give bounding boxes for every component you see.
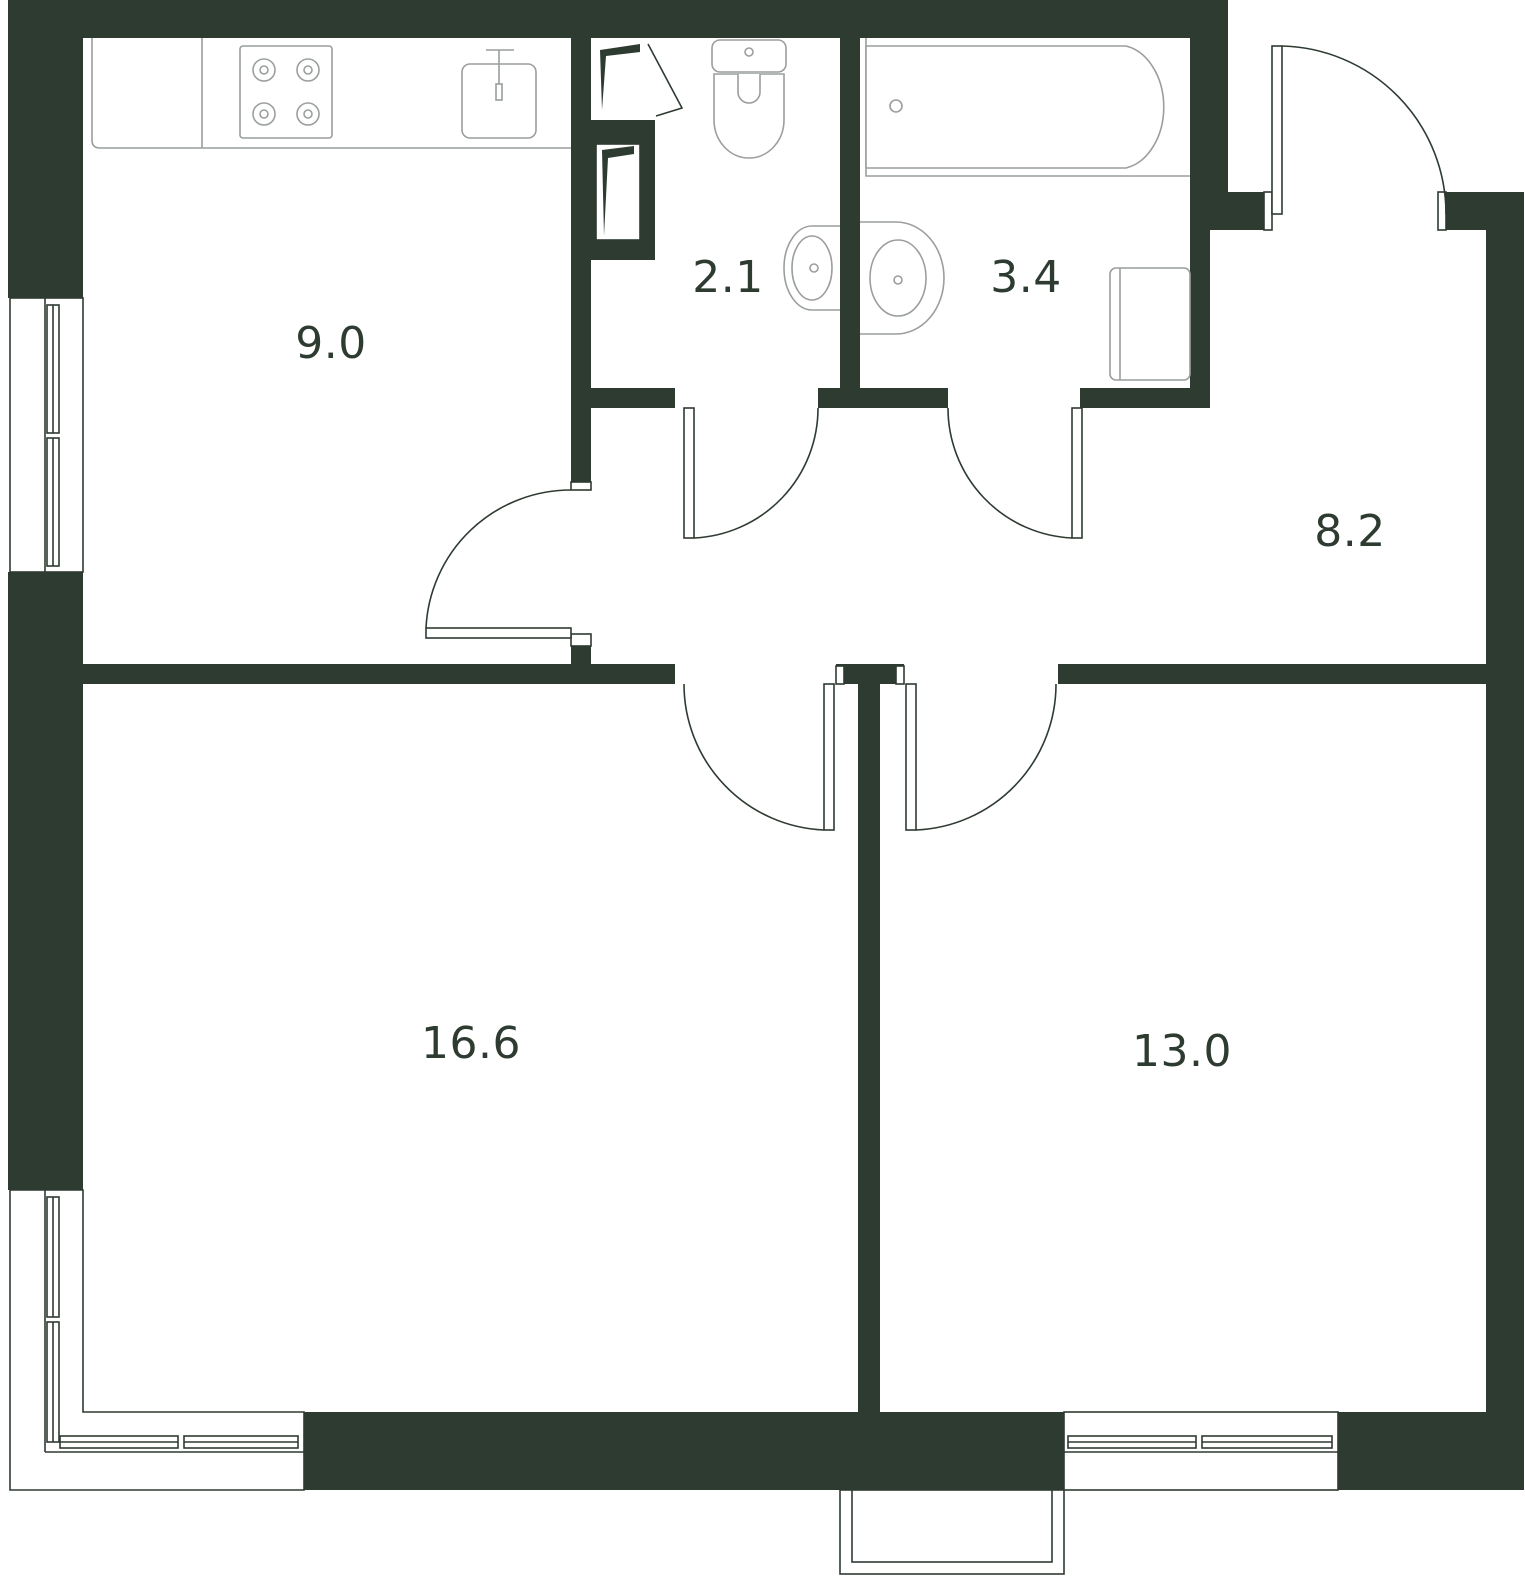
wall-middle-left [83, 664, 675, 684]
wall-middle-right [1058, 664, 1486, 684]
wall-toilet-bottom-right [818, 388, 860, 408]
entrance-door-leaf [1271, 45, 1283, 215]
toilet-door-leaf [683, 407, 695, 539]
wall-caps [570, 191, 1447, 685]
wall-middle-center [836, 664, 904, 684]
bedroom-window-frame [1063, 1411, 1339, 1491]
wall-bath-bottom-left [860, 388, 948, 408]
stove-icon [239, 45, 333, 139]
toilet-bowl-icon [713, 73, 785, 159]
windows [9, 297, 1339, 1575]
kitchen-door-leaf [425, 627, 572, 639]
wall-bottom [304, 1412, 1064, 1490]
wall-bath-bottom-right [1080, 388, 1210, 408]
walls [8, 0, 1524, 1490]
bath-door-swing [947, 407, 1073, 539]
bedroom-door-swing [915, 683, 1057, 831]
living-window-frame [9, 1189, 305, 1491]
shaft-hatch-2 [602, 146, 634, 236]
wall-kitchen-right [571, 38, 591, 486]
living-door-swing [683, 683, 825, 831]
wall-living-bedroom [858, 684, 880, 1412]
toilet-area-label: 2.1 [692, 252, 763, 303]
washing-machine-icon [1109, 267, 1191, 381]
kitchen-area-label: 9.0 [295, 318, 366, 369]
wall-bottom-right [1338, 1412, 1524, 1490]
wall-right-step-ledge [1190, 192, 1264, 230]
toilet-door-swing [693, 407, 819, 539]
bedroom-door-leaf [905, 683, 917, 831]
wall-toilet-bottom-left [591, 388, 675, 408]
bedroom-area-label: 13.0 [1132, 1026, 1232, 1077]
wall-left-upper [8, 0, 83, 298]
area-labels: 9.0 2.1 3.4 8.2 16.6 13.0 [295, 252, 1385, 1077]
living-room-area-label: 16.6 [421, 1018, 521, 1069]
hallway-area-label: 8.2 [1314, 506, 1385, 557]
shaft-hatch-1 [600, 44, 640, 110]
wall-bath-right [1190, 228, 1210, 408]
wall-toilet-bath [840, 38, 860, 408]
living-door-leaf [823, 683, 835, 831]
kitchen-door-swing [425, 489, 572, 629]
fixtures [91, 38, 1191, 381]
doors [425, 43, 1447, 831]
wall-right-step-upper [1190, 0, 1228, 192]
wall-left-middle [8, 572, 83, 1190]
bathroom-area-label: 3.4 [990, 252, 1061, 303]
bath-door-leaf [1071, 407, 1083, 539]
wall-top [8, 0, 1228, 38]
entrance-door-swing [1281, 45, 1447, 215]
wall-right [1486, 192, 1524, 1490]
